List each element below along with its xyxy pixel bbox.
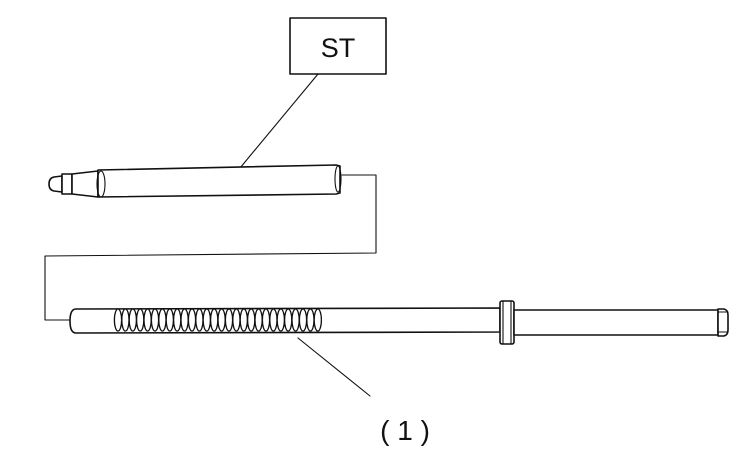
special-tool-rod [48, 164, 342, 198]
spring-coil [269, 308, 278, 332]
spring-coil [283, 308, 293, 332]
alignment-bracket [44, 174, 377, 321]
spring-coil [195, 308, 204, 332]
st-label-box: ST [289, 17, 387, 75]
spring-coil [172, 308, 182, 332]
spring-coil [180, 308, 189, 332]
spring-coil [209, 308, 219, 332]
spring-coil [135, 308, 145, 332]
spring-coil [150, 308, 160, 332]
spring-coil [187, 308, 197, 332]
spring-coil [121, 308, 130, 332]
spring-coil [239, 308, 249, 332]
spring-coil [276, 308, 286, 332]
spring-coil [261, 308, 271, 332]
spring-coil [128, 308, 138, 332]
spring-coil [158, 308, 167, 332]
spring-coil [313, 308, 323, 332]
spring-coil [224, 308, 234, 332]
part-leader-line [297, 337, 371, 397]
spring-coil [143, 308, 152, 332]
spring-coils [113, 308, 323, 332]
st-label-text: ST [321, 33, 356, 63]
spring-coil [246, 308, 256, 332]
spring-coil [113, 308, 123, 332]
spring-coil [298, 308, 308, 332]
st-leader-line [239, 73, 319, 169]
spring-coil [306, 308, 315, 332]
part-callout-label: ( 1 ) [380, 415, 430, 446]
spring-coil [202, 308, 212, 332]
spring-coil [291, 308, 300, 332]
spring-coil [217, 308, 226, 332]
spring-coil [254, 308, 263, 332]
spring-coil [165, 308, 175, 332]
spring-coil [232, 308, 241, 332]
